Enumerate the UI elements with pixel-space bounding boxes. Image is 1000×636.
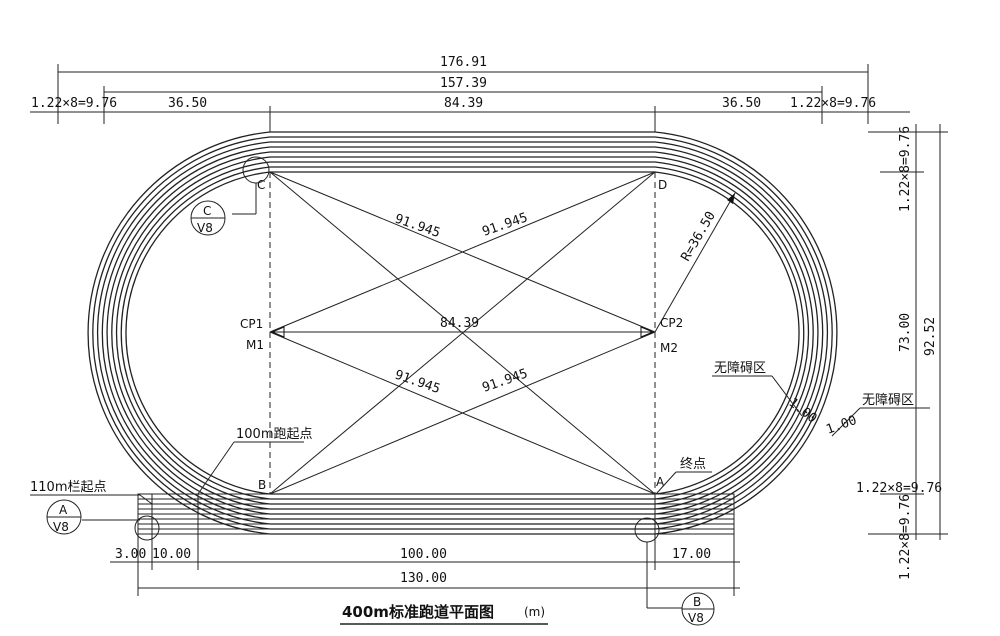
dim-track-width: 157.39 xyxy=(440,76,487,91)
annotation-100m-start: 100m跑起点 xyxy=(236,427,312,442)
callout-c-target xyxy=(242,156,270,184)
dim-inner-height: 73.00 xyxy=(898,313,913,352)
outer-clearance-label: 1.00 xyxy=(824,413,859,438)
annotation-110m-start: 110m栏起点 xyxy=(30,480,106,495)
center-distance-label: 84.39 xyxy=(440,316,479,331)
dim-radius-right: 36.50 xyxy=(722,96,761,111)
point-a-label: A xyxy=(656,475,665,489)
annotations: 100m跑起点 110m栏起点 终点 无障碍区 无障碍区 xyxy=(30,361,930,505)
callout-a-target xyxy=(134,515,160,541)
dim-lane-width-right: 1.22×8=9.76 xyxy=(790,96,876,111)
callout-b-bottom: V8 xyxy=(688,611,704,625)
radius-line xyxy=(654,192,736,333)
diag-label-1: 91.945 xyxy=(393,212,442,241)
construction-lines xyxy=(269,171,736,495)
annotation-finish: 终点 xyxy=(680,456,706,472)
line-cp2-c xyxy=(269,171,656,333)
radius-arrow xyxy=(727,193,735,204)
callout-a-bottom: V8 xyxy=(53,520,69,534)
point-d-label: D xyxy=(658,178,667,192)
line-cp2-b xyxy=(269,331,656,495)
dim-lane-width-bottom-2: 1.22×8=9.76 xyxy=(898,494,913,580)
cp1-marker xyxy=(270,326,285,338)
right-dimensions: 1.22×8=9.76 73.00 92.52 1.22×8=9.76 1.22… xyxy=(856,124,948,580)
dim-bottom-10: 10.00 xyxy=(152,547,191,562)
callout-b-top: B xyxy=(693,595,701,609)
point-m2-label: M2 xyxy=(660,341,678,355)
dim-lane-width-left: 1.22×8=9.76 xyxy=(31,96,117,111)
title-unit: (m) xyxy=(524,605,545,619)
point-b-label: B xyxy=(258,478,266,492)
point-cp2-label: CP2 xyxy=(660,316,683,330)
diag-label-3: 91.945 xyxy=(393,368,442,397)
title-main: 400m标准跑道平面图 xyxy=(342,603,494,621)
point-cp1-label: CP1 xyxy=(240,317,263,331)
diag-label-4: 91.945 xyxy=(480,366,529,395)
dim-bottom-3: 3.00 xyxy=(115,547,146,562)
callout-a-top: A xyxy=(59,503,68,517)
top-dimensions: 176.91 157.39 1.22×8=9.76 36.50 84.39 36… xyxy=(30,55,910,132)
bottom-dimensions: 3.00 10.00 100.00 17.00 130.00 xyxy=(110,534,740,596)
cp2-marker xyxy=(640,326,655,338)
dim-lane-width-top: 1.22×8=9.76 xyxy=(898,126,913,212)
diag-label-2: 91.945 xyxy=(480,210,529,239)
dim-bottom-130: 130.00 xyxy=(400,571,447,586)
callouts: C V8 A V8 B V8 xyxy=(46,156,715,626)
callout-c-bottom: V8 xyxy=(197,221,213,235)
point-m1-label: M1 xyxy=(246,338,264,352)
dim-straight: 84.39 xyxy=(444,96,483,111)
dim-total-height: 92.52 xyxy=(923,317,938,356)
dim-total-width: 176.91 xyxy=(440,55,487,70)
annotation-no-obstacle-2: 无障碍区 xyxy=(862,393,914,408)
callout-c-top: C xyxy=(203,204,211,218)
dim-bottom-17: 17.00 xyxy=(672,547,711,562)
annotation-no-obstacle-1: 无障碍区 xyxy=(714,361,766,376)
dim-lane-width-bottom-1: 1.22×8=9.76 xyxy=(856,481,942,496)
dim-radius-left: 36.50 xyxy=(168,96,207,111)
diag-b-d xyxy=(269,171,656,495)
sprint-straight xyxy=(137,493,735,535)
dim-bottom-100: 100.00 xyxy=(400,547,447,562)
inner-clearance-label: 1.00 xyxy=(786,395,820,426)
drawing-title: 400m标准跑道平面图 (m) xyxy=(340,603,548,625)
point-labels: C D B A CP1 M1 CP2 M2 xyxy=(240,178,683,492)
point-c-label: C xyxy=(257,178,265,192)
